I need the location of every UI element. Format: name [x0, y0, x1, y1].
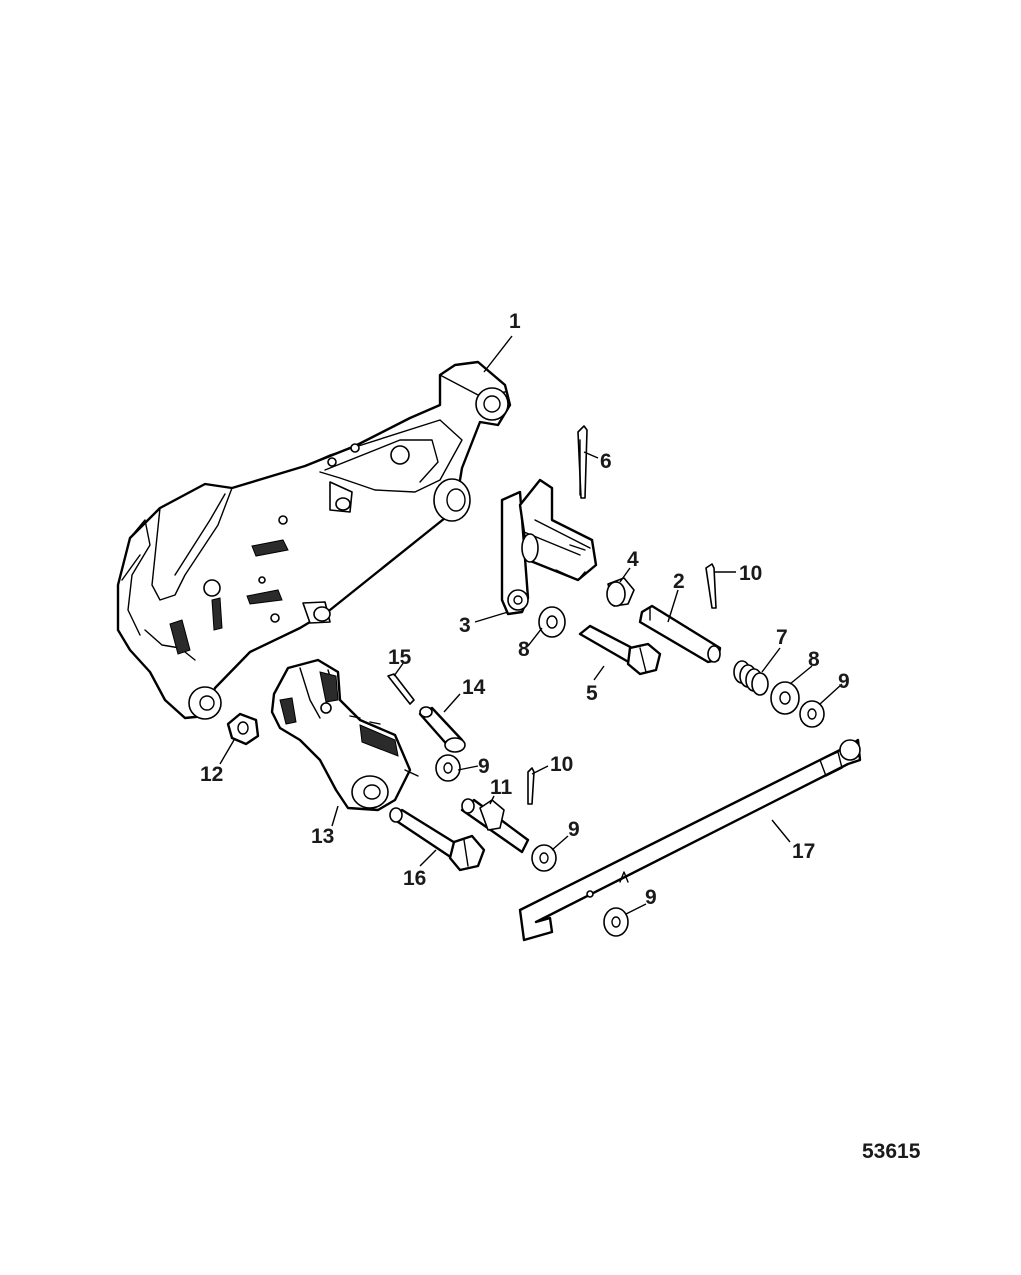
cotter-pin-part-6 [577, 425, 588, 499]
bushing-part-4 [606, 577, 635, 607]
bracket-part-1 [116, 360, 512, 720]
figure-number: 53615 [862, 1140, 921, 1163]
callout-2: 2 [673, 570, 685, 593]
washer-part-9-center [531, 844, 557, 872]
callout-4: 4 [627, 548, 639, 571]
callout-13: 13 [311, 825, 334, 848]
cotter-pin-part-15 [387, 673, 415, 705]
pin-part-2 [638, 604, 722, 664]
callout-11: 11 [490, 776, 513, 799]
cotter-pin-part-10-upper [705, 563, 717, 609]
callout-17: 17 [792, 840, 815, 863]
callout-12: 12 [200, 763, 223, 786]
callout-9-bottom: 9 [645, 886, 657, 909]
callout-5: 5 [586, 682, 598, 705]
cam-part-13 [270, 658, 419, 812]
callout-15: 15 [388, 646, 412, 669]
bolt-part-16 [389, 807, 486, 872]
callout-9-left: 9 [478, 755, 490, 778]
callout-10-upper: 10 [739, 562, 762, 585]
nut-part-12 [226, 712, 260, 746]
callout-9-right: 9 [838, 670, 850, 693]
washer-part-8-right [770, 681, 800, 715]
callout-8-left: 8 [518, 638, 530, 661]
leader-lines [219, 335, 843, 915]
cotter-pin-part-10-lower [527, 767, 535, 805]
callout-10-lower: 10 [550, 753, 573, 776]
washer-part-9-right [799, 700, 825, 728]
callout-1: 1 [509, 310, 521, 333]
callout-16: 16 [403, 867, 426, 890]
bolt-part-5 [578, 624, 662, 676]
callout-14: 14 [462, 676, 486, 699]
lever-part-3 [500, 478, 598, 616]
spring-part-7 [733, 660, 769, 696]
washer-part-9-left [435, 754, 461, 782]
stud-part-11 [460, 798, 530, 854]
callout-labels: 1 6 3 4 2 10 8 5 7 8 9 15 14 12 13 9 10 … [200, 310, 850, 909]
callout-6: 6 [600, 450, 612, 473]
link-rod-part-17 [518, 738, 862, 942]
callout-3: 3 [459, 614, 471, 637]
callout-8-right: 8 [808, 648, 820, 671]
washer-part-8-upper [538, 606, 566, 638]
washer-part-9-bottom [603, 907, 629, 937]
clevis-pin-part-14 [418, 706, 466, 753]
callout-9-center: 9 [568, 818, 580, 841]
callout-7: 7 [776, 626, 788, 649]
